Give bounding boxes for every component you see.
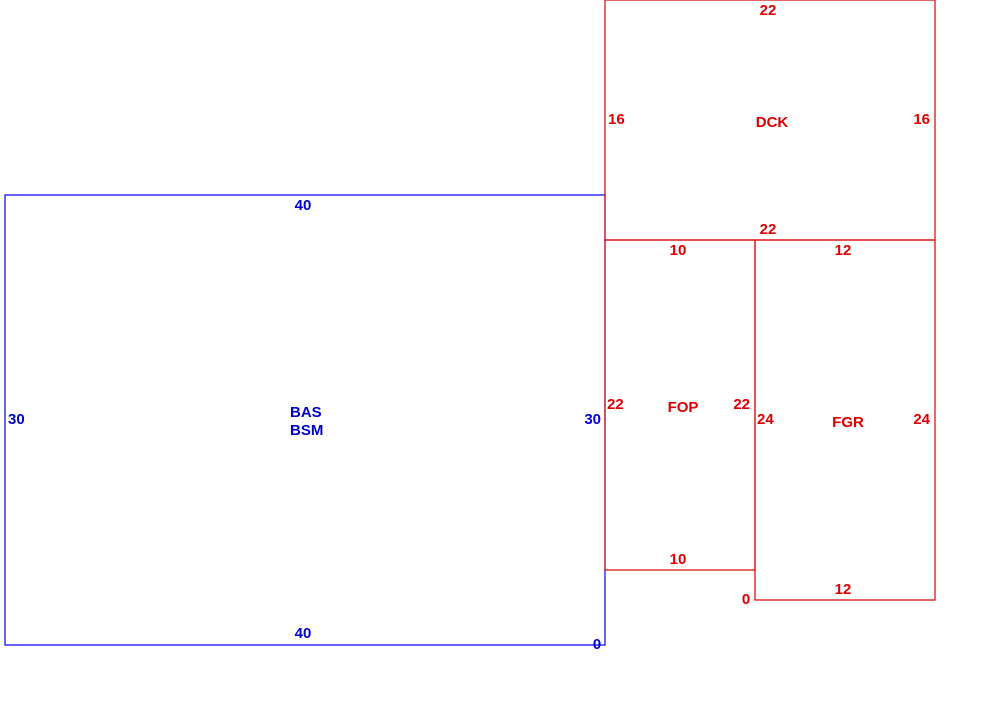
area-dck-bottom-dimension: 22 [760, 221, 777, 238]
area-fgr[interactable]: FGR 12 12 24 24 0 [742, 239, 936, 608]
area-fop[interactable]: FOP 10 10 22 22 [604, 239, 756, 571]
area-dck-left-dimension: 16 [608, 111, 625, 128]
area-fgr-bottom-dimension: 12 [835, 581, 852, 598]
area-bas-left-dimension: 30 [8, 411, 25, 428]
area-dck[interactable]: DCK 22 22 16 16 [604, 0, 936, 241]
area-fgr-outline [754, 239, 936, 601]
area-bas-right-dimension: 30 [584, 411, 601, 428]
area-bas-top-dimension: 40 [295, 197, 312, 214]
area-fgr-left-dimension: 24 [757, 411, 774, 428]
area-bas-origin-marker: 0 [593, 636, 601, 653]
area-dck-code: DCK [756, 114, 789, 131]
area-fop-top-dimension: 10 [670, 242, 687, 259]
area-fop-left-dimension: 22 [607, 396, 624, 413]
area-dck-top-dimension: 22 [760, 2, 777, 19]
area-fgr-right-dimension: 24 [913, 411, 930, 428]
area-fop-code: FOP [668, 399, 699, 416]
area-bas-subcode: BSM [290, 422, 323, 439]
area-fop-bottom-dimension: 10 [670, 551, 687, 568]
area-bas[interactable]: BAS BSM 40 40 30 30 0 [4, 194, 606, 653]
area-bas-code: BAS [290, 404, 322, 421]
area-fgr-code: FGR [832, 414, 864, 431]
area-dck-right-dimension: 16 [913, 111, 930, 128]
area-fop-right-dimension: 22 [733, 396, 750, 413]
area-fgr-origin-marker: 0 [742, 591, 750, 608]
area-fgr-top-dimension: 12 [835, 242, 852, 259]
area-bas-bottom-dimension: 40 [295, 625, 312, 642]
